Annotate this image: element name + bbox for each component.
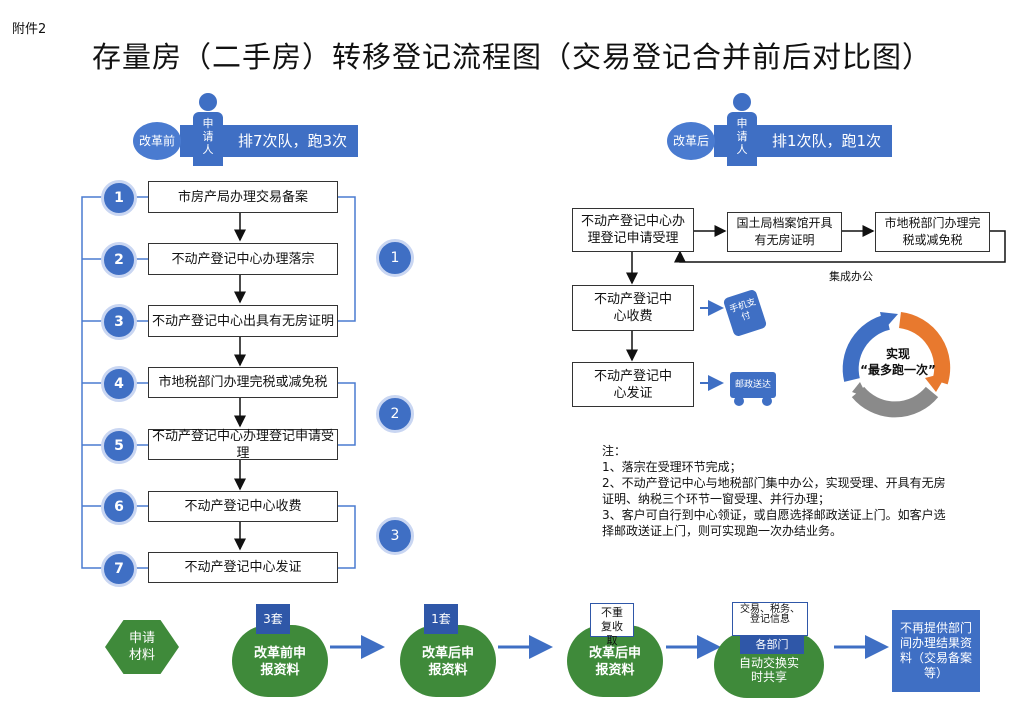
step-number-2: 2 bbox=[101, 242, 137, 278]
person-char: 申 bbox=[736, 117, 748, 130]
step2-tag: 1套 bbox=[424, 604, 458, 634]
person-char: 请 bbox=[202, 130, 214, 143]
mobile-pay-label: 手机支付 bbox=[728, 297, 758, 323]
cart-wheel-icon bbox=[734, 396, 744, 406]
step-number-4: 4 bbox=[101, 366, 137, 402]
after-issue-box: 不动产登记中心发证 bbox=[572, 362, 694, 407]
step-box-6: 不动产登记中心收费 bbox=[148, 491, 338, 522]
person-char: 申 bbox=[202, 117, 214, 130]
after-person-head-icon bbox=[733, 93, 751, 111]
final-label: 不再提供部门间办理结果资料（交易备案等） bbox=[899, 621, 972, 680]
note-item: 2、不动产登记中心与地税部门集中办公，实现受理、开具有无房证明、纳税三个环节一窗… bbox=[602, 476, 946, 506]
after-archive-box: 国土局档案馆开具有无房证明 bbox=[727, 212, 842, 252]
step3-label: 改革后申报资料 bbox=[588, 646, 641, 678]
after-person-icon: 申 请 人 bbox=[727, 112, 757, 166]
step-box-1: 市房产局办理交易备案 bbox=[148, 181, 338, 213]
step-box-7: 不动产登记中心发证 bbox=[148, 552, 338, 583]
before-tag: 改革前 bbox=[133, 122, 181, 160]
step1-tag: 3套 bbox=[256, 604, 290, 634]
person-char: 请 bbox=[736, 130, 748, 143]
page-title: 存量房（二手房）转移登记流程图（交易登记合并前后对比图） bbox=[91, 40, 932, 74]
note-item: 3、客户可自行到中心领证，或自愿选择邮政送证上门。如客户选择邮政送证上门，则可实… bbox=[602, 508, 946, 538]
trip-number-1: 1 bbox=[376, 239, 414, 277]
integrated-label: 集成办公 bbox=[829, 270, 873, 283]
step2-label: 改革后申报资料 bbox=[421, 646, 474, 678]
attachment-label: 附件2 bbox=[12, 22, 47, 37]
step-number-6: 6 bbox=[101, 489, 137, 525]
step3-oval: 改革后申报资料 bbox=[567, 625, 663, 697]
realize-text: 实现 “最多跑一次” bbox=[848, 346, 948, 378]
after-summary: 排1次队，跑1次 bbox=[772, 132, 882, 150]
trip-number-2: 2 bbox=[376, 395, 414, 433]
cart-wheel-icon bbox=[762, 396, 772, 406]
person-char: 人 bbox=[736, 143, 748, 156]
after-tax-box: 市地税部门办理完税或减免税 bbox=[875, 212, 990, 252]
person-char: 人 bbox=[202, 143, 214, 156]
before-summary: 排7次队，跑3次 bbox=[238, 132, 348, 150]
mail-delivery-label: 邮政送达 bbox=[734, 380, 771, 390]
step-box-5: 不动产登记中心办理登记申请受理 bbox=[148, 429, 338, 461]
step1-oval: 改革前申报资料 bbox=[232, 625, 328, 697]
cycle-graphic bbox=[842, 312, 951, 418]
before-person-icon: 申 请 人 bbox=[193, 112, 223, 166]
materials-label: 申请材料 bbox=[128, 631, 155, 663]
after-tag: 改革后 bbox=[667, 122, 715, 160]
note-item: 1、落宗在受理环节完成； bbox=[602, 460, 742, 474]
realize-line-1: 实现 bbox=[885, 347, 910, 361]
notes-title: 注： bbox=[602, 444, 627, 458]
after-fee-box: 不动产登记中心收费 bbox=[572, 285, 694, 331]
step-number-5: 5 bbox=[101, 428, 137, 464]
final-box: 不再提供部门间办理结果资料（交易备案等） bbox=[892, 610, 980, 692]
step-number-1: 1 bbox=[101, 180, 137, 216]
step-box-2: 不动产登记中心办理落宗 bbox=[148, 243, 338, 275]
step4-label: 自动交换实时共享 bbox=[739, 656, 800, 684]
step-box-4: 市地税部门办理完税或减免税 bbox=[148, 367, 338, 398]
after-accept-box: 不动产登记中心办理登记申请受理 bbox=[572, 208, 694, 252]
notes-block: 注： 1、落宗在受理环节完成； 2、不动产登记中心与地税部门集中办公，实现受理、… bbox=[602, 443, 952, 539]
trip-number-3: 3 bbox=[376, 517, 414, 555]
step4-sub: 各部门 bbox=[740, 636, 804, 654]
realize-line-2: “最多跑一次” bbox=[860, 363, 936, 377]
step2-oval: 改革后申报资料 bbox=[400, 625, 496, 697]
step-number-3: 3 bbox=[101, 304, 137, 340]
step1-label: 改革前申报资料 bbox=[253, 646, 306, 678]
step3-tag: 不重复收取 bbox=[590, 603, 634, 647]
step-number-7: 7 bbox=[101, 551, 137, 587]
step-box-3: 不动产登记中心出具有无房证明 bbox=[148, 305, 338, 337]
mail-cart-icon: 邮政送达 bbox=[730, 372, 776, 398]
step4-tag: 交易、税务、登记信息 bbox=[732, 602, 808, 636]
before-person-head-icon bbox=[199, 93, 217, 111]
